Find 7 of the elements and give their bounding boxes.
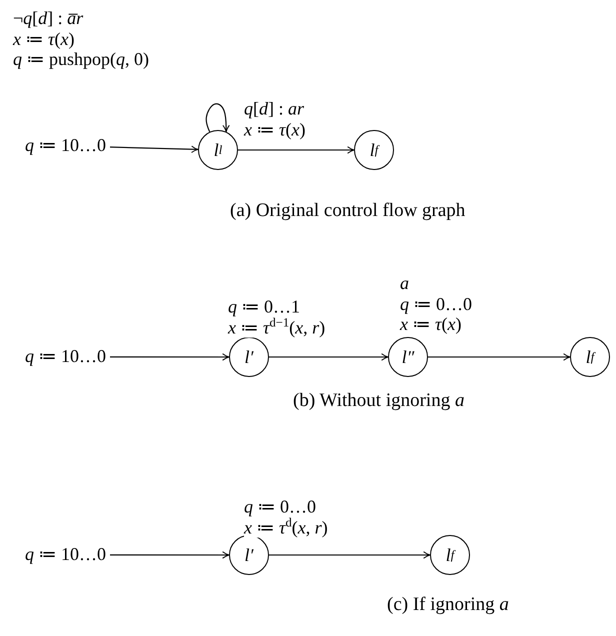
subfigure-caption: (b) Without ignoring a xyxy=(293,390,464,412)
initial-assignment: q ≔ 10…0 xyxy=(25,347,106,367)
state-circle: l″ xyxy=(388,337,428,377)
subfigure-caption: (c) If ignoring a xyxy=(387,594,509,616)
subfigure-caption: (a) Original control flow graph xyxy=(230,200,466,222)
initial-assignment: q ≔ 10…0 xyxy=(25,545,106,565)
initial-assignment: q ≔ 10…0 xyxy=(25,136,106,156)
